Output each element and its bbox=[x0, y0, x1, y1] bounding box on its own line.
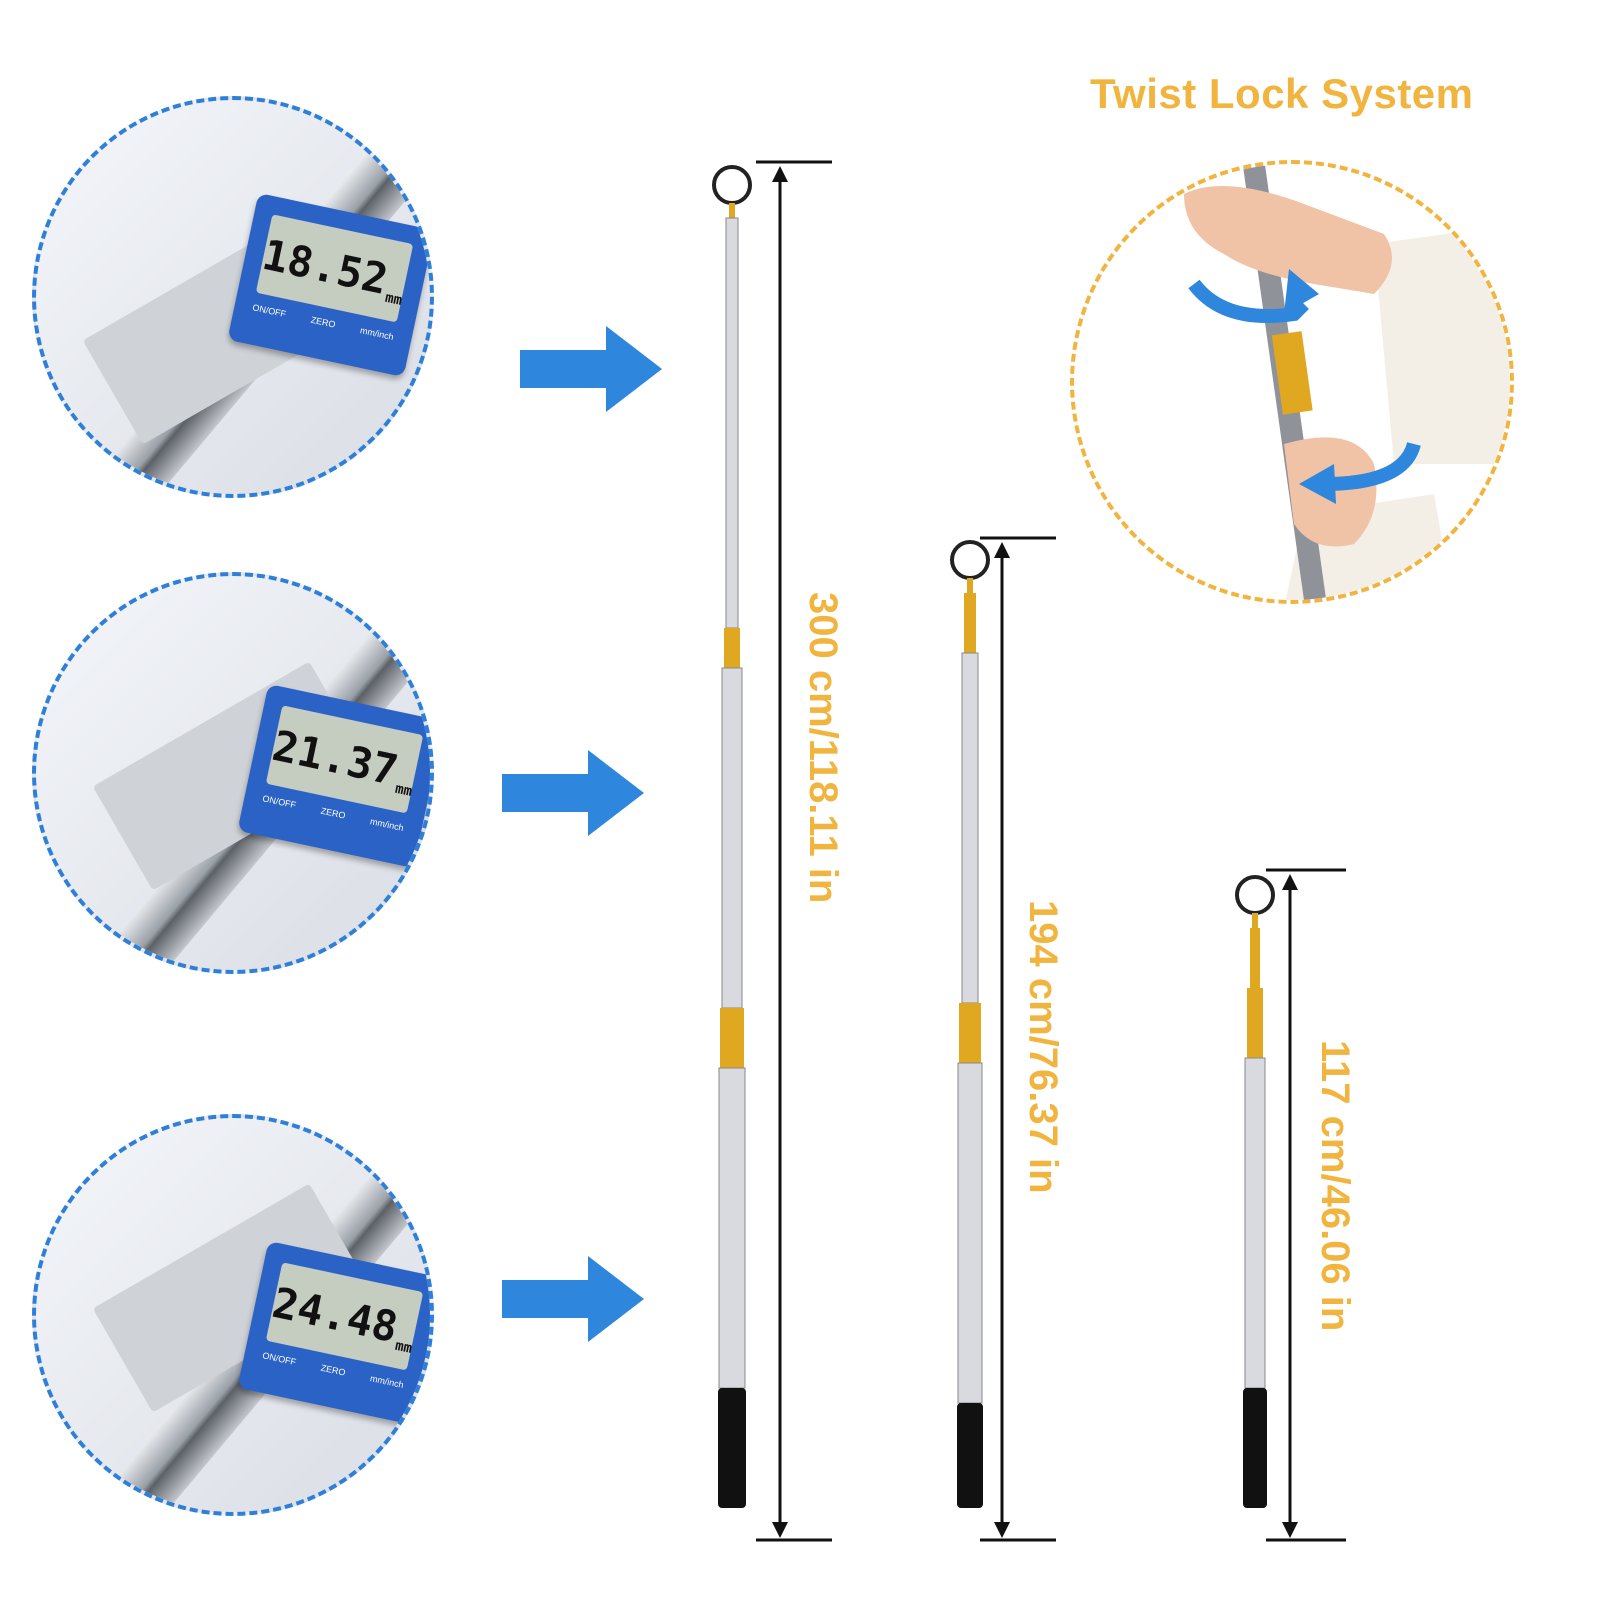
hands-twisting-illustration bbox=[1184, 164, 1510, 600]
twist-lock-title: Twist Lock System bbox=[1090, 70, 1474, 117]
zero-button: ZERO bbox=[319, 1362, 347, 1378]
mm-inch-button: mm/inch bbox=[359, 325, 395, 343]
mm-inch-button: mm/inch bbox=[369, 1373, 405, 1391]
length-label-194cm: 194 cm/76.37 in bbox=[1021, 900, 1065, 1194]
reading-value: 21.37 bbox=[268, 720, 403, 795]
right-arrow-icon bbox=[502, 750, 644, 836]
pole-194cm bbox=[950, 540, 990, 1508]
reading-unit: mm bbox=[393, 780, 414, 800]
twist-lock-photo bbox=[1070, 160, 1514, 604]
pole-300cm bbox=[712, 165, 752, 1508]
zero-button: ZERO bbox=[309, 314, 337, 330]
dimension-line-194cm bbox=[980, 536, 1056, 1542]
reading-unit: mm bbox=[393, 1337, 414, 1357]
reading-value: 24.48 bbox=[268, 1277, 403, 1352]
reading-value: 18.52 bbox=[258, 229, 393, 304]
length-label-117cm: 117 cm/46.06 in bbox=[1313, 1040, 1357, 1332]
reading-unit: mm bbox=[383, 289, 404, 309]
right-arrow-icon bbox=[520, 326, 662, 412]
zero-button: ZERO bbox=[319, 805, 347, 821]
on-off-button: ON/OFF bbox=[251, 302, 287, 320]
right-arrow-icon bbox=[502, 1256, 644, 1342]
on-off-button: ON/OFF bbox=[261, 1350, 297, 1368]
pole-117cm bbox=[1235, 875, 1275, 1508]
dimension-line-117cm bbox=[1266, 868, 1346, 1542]
telescopic-poles-illustration bbox=[712, 160, 1346, 1542]
length-label-300cm: 300 cm/118.11 in bbox=[801, 592, 845, 904]
dimension-line-300cm bbox=[756, 160, 832, 1542]
mm-inch-button: mm/inch bbox=[369, 816, 405, 834]
on-off-button: ON/OFF bbox=[261, 793, 297, 811]
